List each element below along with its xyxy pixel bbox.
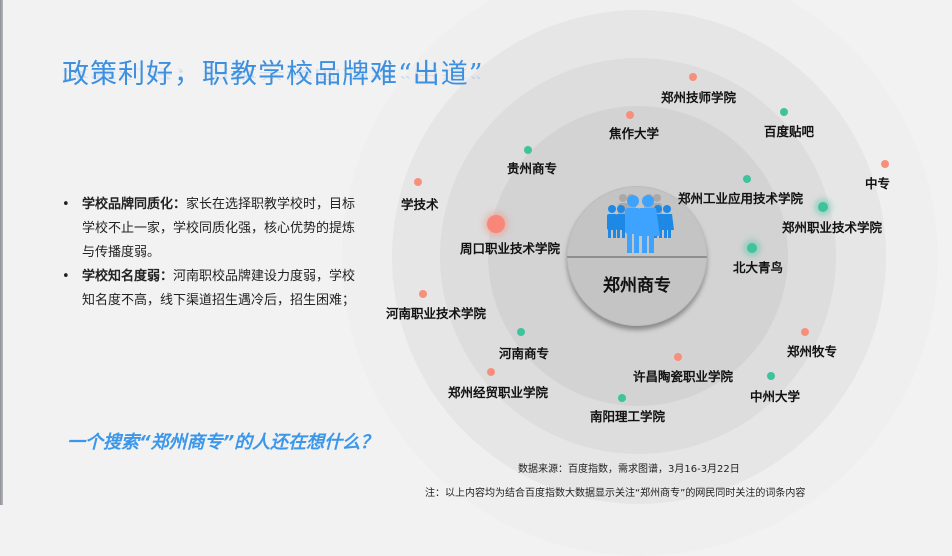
dot-icon [419,290,427,298]
node-label: 郑州工业应用技术学院 [678,191,804,206]
dot-icon [626,111,634,119]
data-source-text: 数据来源：百度指数，需求图谱，3月16-3月22日 [518,464,740,475]
dot-icon [780,108,788,116]
bullet-heading: 学校品牌同质化： [82,197,187,212]
bullet-item: • 学校知名度弱：河南职校品牌建设力度弱，学校知名度不高，线下渠道招生遇冷后，招… [56,265,366,313]
bullet-heading: 学校知名度弱： [82,269,174,284]
footnote-text: 注：以上内容均为结合百度指数大数据显示关注“郑州商专”的网民同时关注的词条内容 [425,488,806,499]
node-label: 百度贴吧 [764,124,815,139]
dot-icon [674,353,682,361]
question-heading: 一个搜索“郑州商专”的人还在想什么？ [67,432,379,453]
dot-icon [487,215,505,233]
node-label: 中州大学 [750,389,801,404]
dot-icon [767,372,775,380]
node-label: 郑州牧专 [787,344,838,359]
bullet-text: 家长在选择职教学校时，目标学校不止一家，学校同质化强，核心优势的提炼与传播度弱。 [82,197,356,260]
node-label: 周口职业技术学院 [460,241,561,256]
node-label: 焦作大学 [609,126,660,141]
dot-icon [801,328,809,336]
slide-left-border [0,0,3,505]
dot-icon [517,328,525,336]
center-divider [567,256,707,258]
node-label: 学技术 [401,197,439,212]
node-label: 北大青鸟 [733,260,784,275]
page-title: 政策利好，职教学校品牌难“出道” [62,59,484,90]
dot-icon [487,368,495,376]
dot-icon [689,73,697,81]
page-title-reflection: 政策利好，职教学校品牌难“出道” [62,66,484,81]
center-circle: 郑州商专 [567,186,707,326]
node-label: 河南商专 [499,346,550,361]
node-label: 河南职业技术学院 [386,306,487,321]
node-label: 南阳理工学院 [590,409,666,424]
bullet-item: • 学校品牌同质化：家长在选择职教学校时，目标学校不止一家，学校同质化强，核心优… [56,193,366,265]
dot-icon [524,146,532,154]
node-label: 郑州经贸职业学院 [448,385,549,400]
dot-icon [618,394,626,402]
bullet-text: 河南职校品牌建设力度弱，学校知名度不高，线下渠道招生遇冷后，招生困难； [82,269,356,308]
node-label: 郑州职业技术学院 [782,220,883,235]
bullet-dot: • [62,197,70,212]
node-label: 中专 [865,176,891,191]
people-group-icon [607,194,674,253]
center-label: 郑州商专 [603,276,671,296]
dot-icon [818,202,828,212]
dot-icon [414,178,422,186]
bullet-list: • 学校品牌同质化：家长在选择职教学校时，目标学校不止一家，学校同质化强，核心优… [56,193,366,313]
node-label: 许昌陶瓷职业学院 [633,369,734,384]
dot-icon [881,160,889,168]
node-label: 郑州技师学院 [661,90,737,105]
dot-icon [747,243,757,253]
dot-icon [743,175,751,183]
node-label: 贵州商专 [507,161,558,176]
bullet-dot: • [62,269,70,284]
